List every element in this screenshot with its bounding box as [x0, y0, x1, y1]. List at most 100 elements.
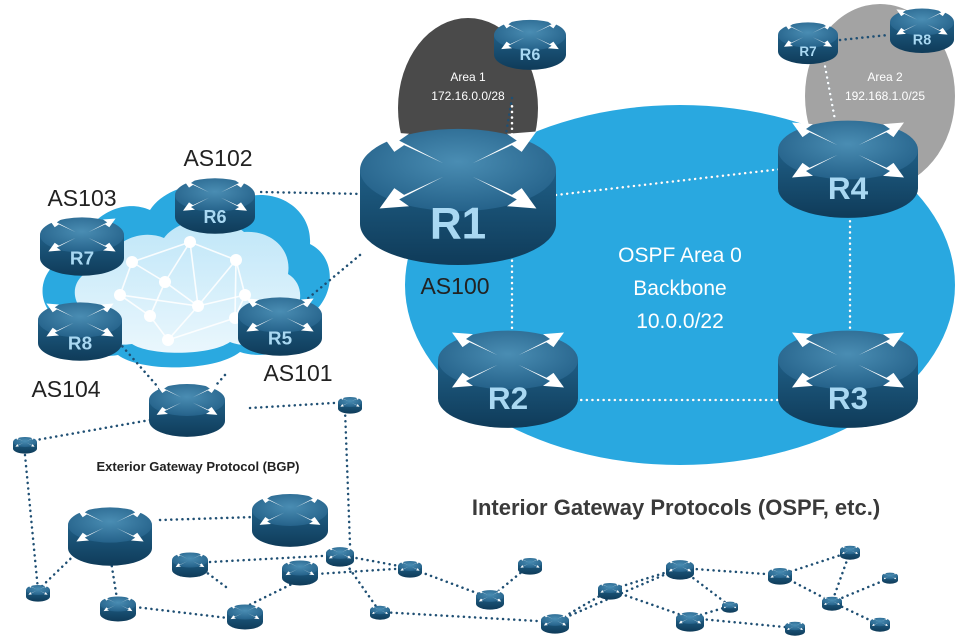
network-link: [678, 566, 782, 577]
router-name-label: R8: [68, 333, 92, 354]
router-arrows-icon: [723, 601, 737, 609]
area1-subnet-label: 172.16.0.0/28: [431, 89, 505, 103]
network-link: [503, 96, 514, 142]
mesh-node: [126, 256, 138, 268]
router-icon: [870, 617, 890, 632]
router-r4-icon: R4: [778, 120, 918, 218]
router-r7-area2-icon: R7: [778, 22, 838, 65]
network-link: [23, 453, 40, 592]
network-link: [248, 400, 352, 410]
router-icon: [398, 560, 422, 578]
router-r7-as-icon: R7: [40, 217, 124, 276]
router-icon: [541, 614, 569, 634]
mesh-link: [167, 305, 199, 341]
mesh-link: [167, 317, 236, 341]
router-arrows-icon: [76, 508, 144, 542]
mesh-node: [184, 236, 196, 248]
egp-caption: Exterior Gateway Protocol (BGP): [97, 459, 300, 474]
mesh-node: [162, 334, 174, 346]
area2-name-label: Area 2: [867, 70, 903, 84]
router-arrows-icon: [48, 218, 116, 252]
router-icon: [326, 547, 354, 567]
router-icon: [370, 605, 390, 620]
router-arrows-icon: [46, 303, 114, 337]
router-arrows-icon: [678, 612, 702, 624]
mesh-node: [230, 254, 242, 266]
router-r8-as-icon: R8: [38, 302, 122, 361]
network-link: [208, 553, 342, 564]
router-icon: [666, 560, 694, 580]
router-name-label: R4: [828, 170, 869, 206]
network-link: [688, 616, 797, 630]
router-icon: [822, 596, 842, 611]
router-r5-as-icon: R5: [238, 297, 322, 356]
network-link: [208, 373, 227, 394]
router-arrows-icon: [183, 179, 247, 211]
mesh-node: [144, 310, 156, 322]
router-arrows-icon: [175, 552, 205, 568]
mesh-link: [119, 294, 199, 307]
network-link: [378, 610, 557, 624]
network-link: [158, 515, 257, 522]
router-arrows-icon: [328, 547, 352, 559]
router-arrows-icon: [400, 561, 420, 571]
router-icon: [13, 436, 37, 454]
network-link: [298, 566, 412, 577]
router-arrows-icon: [543, 614, 567, 626]
mesh-node: [114, 289, 126, 301]
as104-label: AS104: [31, 376, 100, 402]
router-icon: [282, 560, 318, 586]
router-arrows-icon: [770, 568, 790, 578]
router-name-label: R8: [913, 32, 931, 48]
router-icon: [518, 557, 542, 575]
router-arrows-icon: [259, 495, 321, 525]
router-arrows-icon: [883, 572, 897, 580]
network-link: [116, 603, 247, 622]
area1-name-label: Area 1: [450, 70, 486, 84]
router-icon: [840, 545, 860, 560]
router-icon: [768, 567, 792, 585]
router-name-label: R3: [828, 380, 868, 416]
router-icon: [598, 582, 622, 600]
router-arrows-icon: [787, 622, 803, 630]
router-icon: [338, 396, 362, 414]
mesh-link: [131, 241, 191, 263]
router-arrows-icon: [872, 618, 888, 626]
mesh-link: [149, 281, 166, 317]
mesh-link: [164, 281, 199, 307]
router-arrows-icon: [230, 604, 260, 620]
network-link: [258, 190, 420, 197]
router-name-label: R2: [488, 380, 528, 416]
router-name-label: R7: [70, 248, 94, 269]
network-link: [838, 33, 890, 42]
router-name-label: R1: [430, 199, 486, 248]
router-name-label: R6: [203, 207, 226, 227]
router-arrows-icon: [478, 590, 502, 602]
router-icon: [252, 494, 328, 547]
network-link: [23, 418, 152, 444]
router-icon: [785, 621, 805, 636]
as101-label: AS101: [263, 360, 332, 386]
mesh-link: [164, 241, 191, 283]
router-arrows-icon: [156, 385, 218, 415]
router-arrows-icon: [784, 23, 832, 47]
mesh-link: [197, 294, 246, 307]
router-r6-area1-icon: R6: [494, 19, 566, 70]
network-link: [830, 576, 892, 604]
router-arrows-icon: [285, 560, 315, 576]
network-link: [778, 550, 852, 577]
igp-caption: Interior Gateway Protocols (OSPF, etc.): [472, 495, 880, 520]
mesh-link: [189, 241, 237, 261]
router-icon: [476, 590, 504, 610]
router-r3-icon: R3: [778, 330, 918, 428]
router-name-label: R6: [520, 46, 541, 64]
backbone-link: [554, 166, 792, 197]
router-arrows-icon: [246, 298, 314, 332]
router-arrows-icon: [520, 558, 540, 568]
router-icon: [722, 601, 738, 613]
network-link: [830, 550, 852, 604]
router-arrows-icon: [600, 583, 620, 593]
mesh-node: [192, 300, 204, 312]
mesh-link: [119, 294, 151, 317]
